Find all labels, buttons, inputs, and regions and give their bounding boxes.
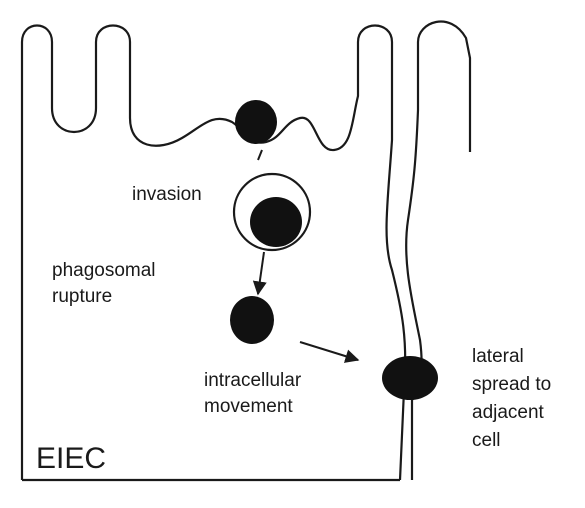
movement-arrow: [300, 342, 358, 360]
bacterium-cytoplasm: [230, 296, 274, 344]
label-intracellular: intracellular: [204, 370, 302, 391]
label-eiec: EIEC: [36, 442, 106, 475]
label-lateral: lateral: [472, 346, 524, 367]
invasion-tick: [258, 150, 262, 160]
rupture-arrow: [258, 252, 264, 294]
label-phagosomal: phagosomal: [52, 260, 156, 281]
bacterium-surface: [235, 100, 277, 144]
label-adjacent: adjacent: [472, 402, 545, 423]
label-spread-to: spread to: [472, 374, 551, 395]
label-movement: movement: [204, 396, 293, 417]
bacterium-phagosome: [250, 197, 302, 247]
bacterium-spreading: [382, 356, 438, 400]
adjacent-cell-membrane: [406, 22, 470, 480]
label-invasion: invasion: [132, 184, 202, 205]
label-rupture: rupture: [52, 286, 112, 307]
label-cell: cell: [472, 430, 501, 451]
